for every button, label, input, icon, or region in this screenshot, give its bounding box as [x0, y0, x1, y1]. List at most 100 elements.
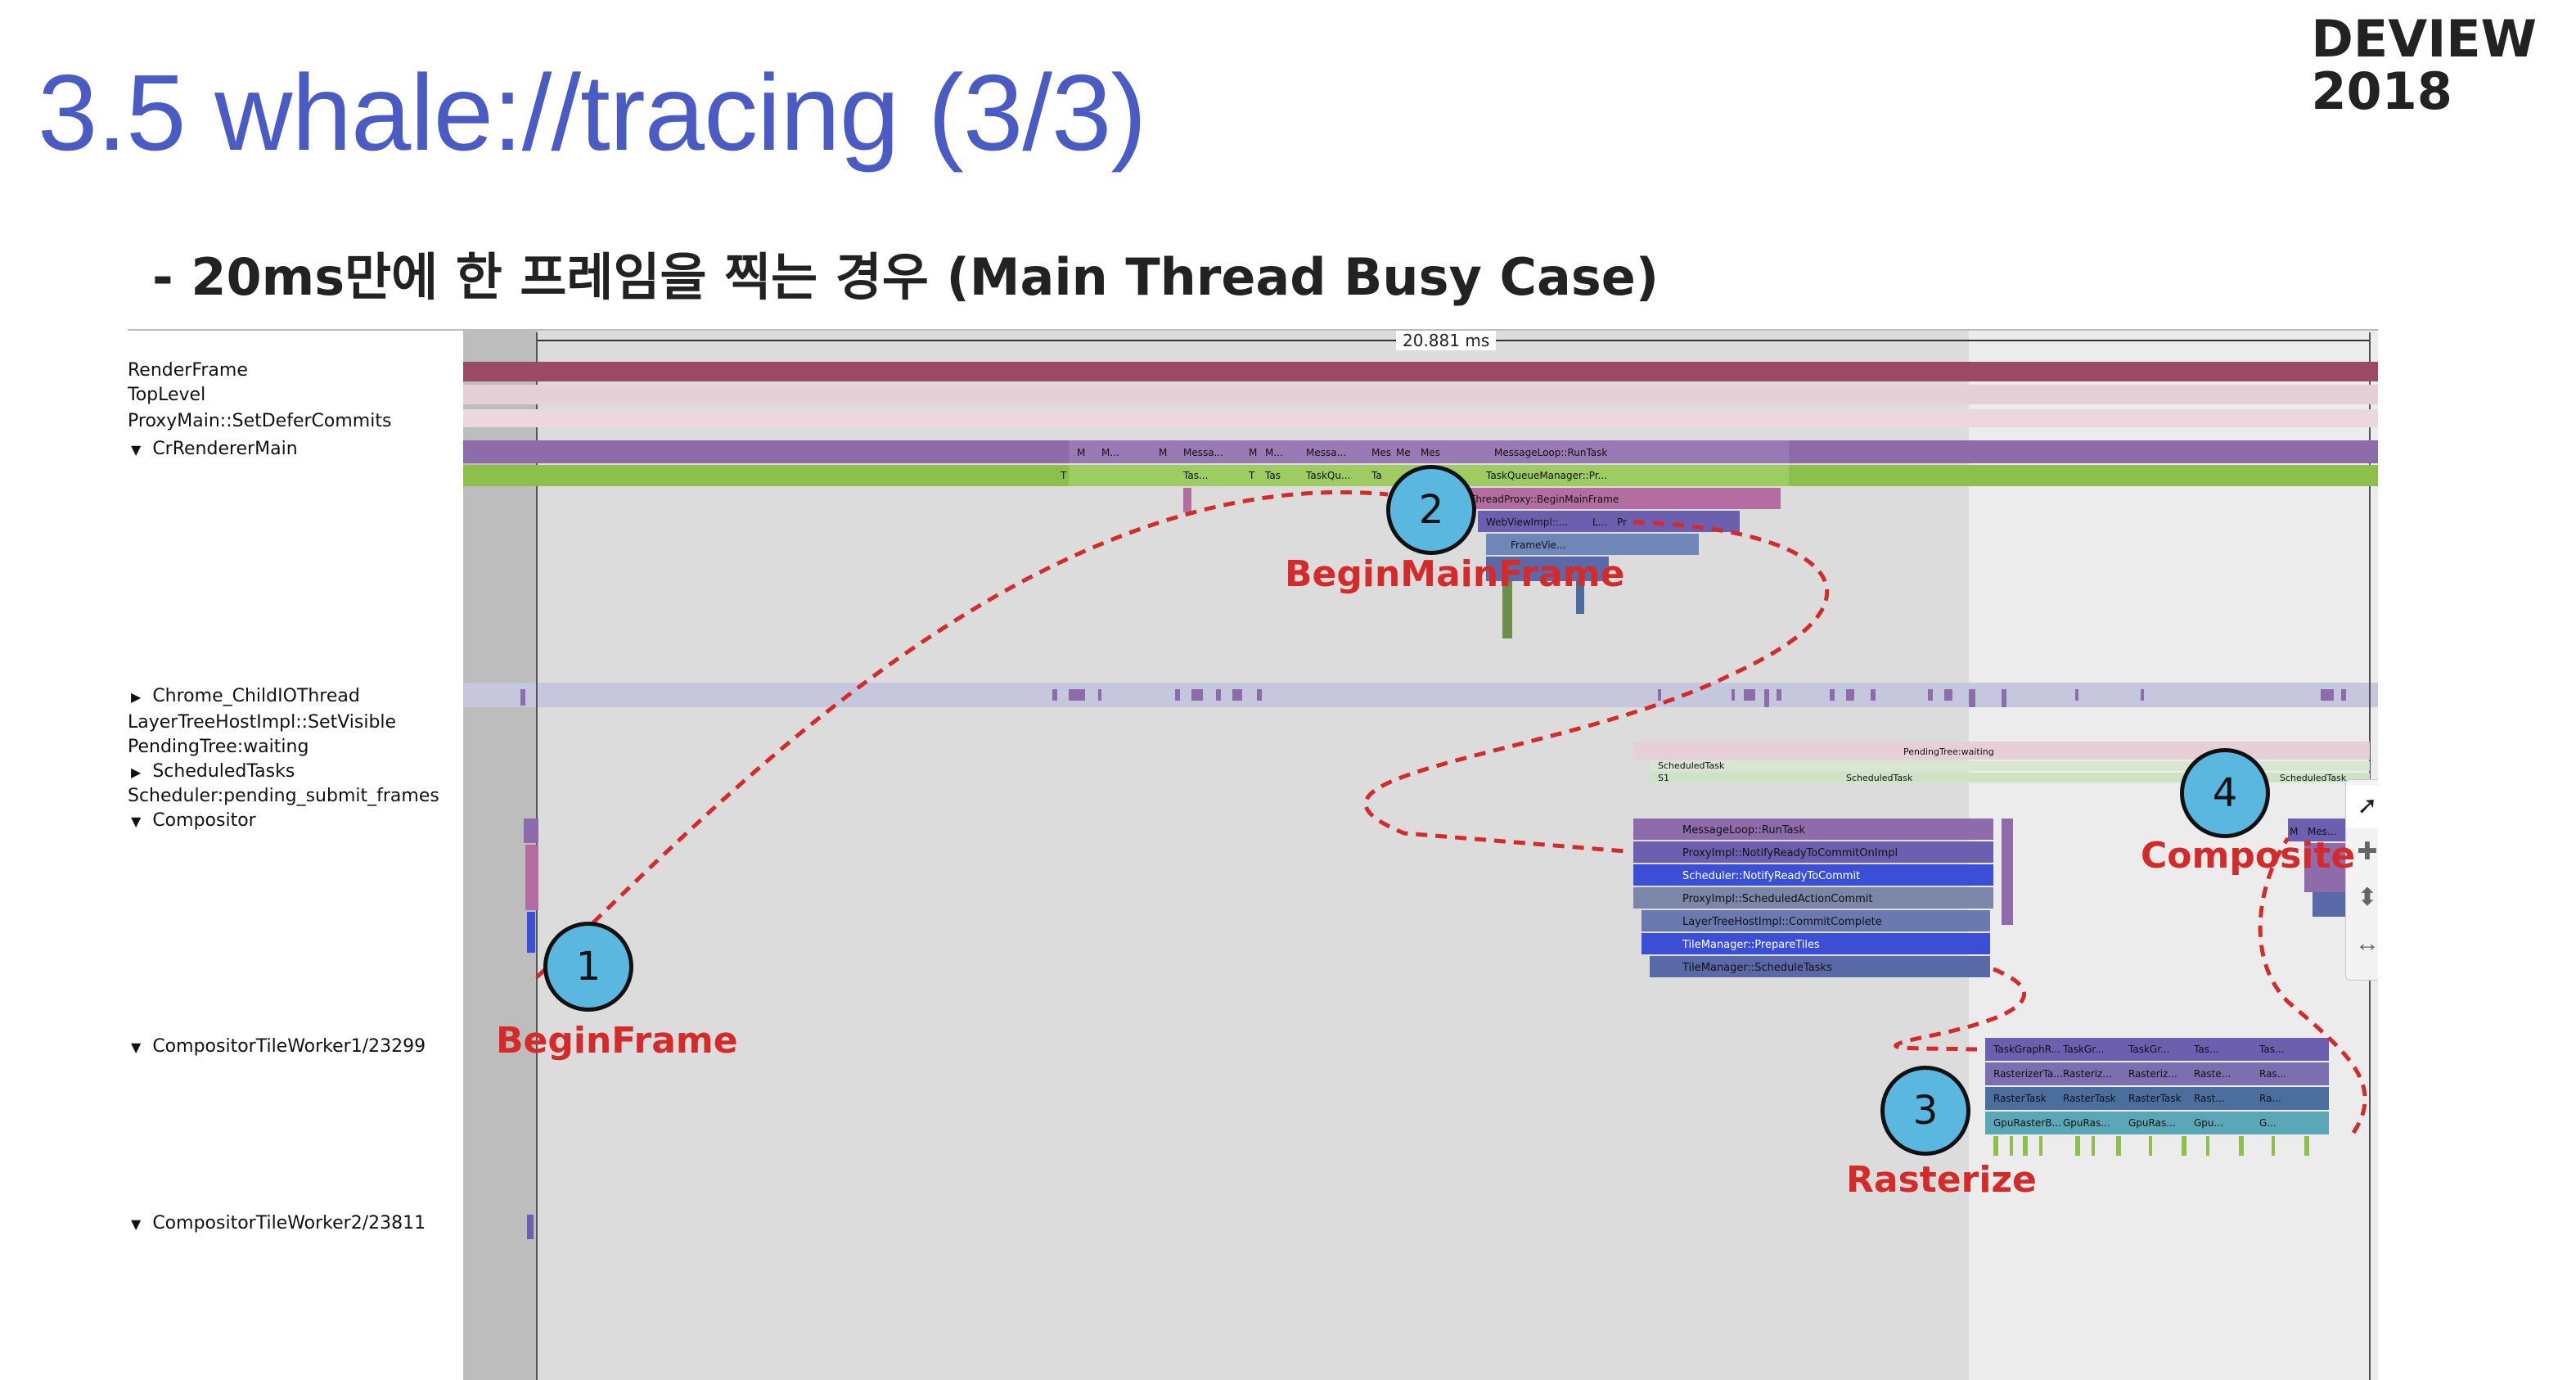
worker-slice-label[interactable]: GpuRas... — [2063, 1117, 2110, 1129]
track-label-tileworker2: CompositorTileWorker2/23811 — [152, 1213, 426, 1233]
pending-slice-label[interactable]: S1 — [1658, 773, 1669, 783]
expand-down-icon[interactable]: ▼ — [131, 1040, 142, 1055]
main-slice-label[interactable]: L... — [1592, 516, 1607, 528]
worker-slice-label[interactable]: GpuRas... — [2128, 1117, 2176, 1129]
main-slice-label[interactable]: M — [1077, 447, 1085, 458]
mouse-mode-toolbar: ➚ ✚ ⬍ ↔ — [2345, 779, 2378, 981]
pending-slice-label[interactable]: PendingTree:waiting — [1903, 746, 1994, 757]
pending-slice-label[interactable]: ScheduledTask — [1846, 773, 1913, 783]
main-slice-label[interactable]: TaskQueueManager::Pr... — [1485, 470, 1607, 481]
main-slice-label[interactable]: TaskQu... — [1305, 470, 1350, 481]
label-rasterize: Rasterize — [1846, 1159, 2037, 1201]
track-label-compositor: Compositor — [152, 810, 256, 831]
track-compositor[interactable]: ▼ Compositor — [131, 810, 256, 831]
expand-down-icon[interactable]: ▼ — [131, 442, 142, 458]
main-slice-label[interactable]: FrameVie... — [1511, 539, 1566, 551]
track-label-crrenderermain: CrRendererMain — [152, 439, 298, 459]
main-slice-label[interactable]: M — [1159, 447, 1167, 458]
main-slice-label[interactable]: ThreadProxy::BeginMainFrame — [1469, 494, 1619, 505]
slide-subtitle: - 20ms만에 한 프레임을 찍는 경우 (Main Thread Busy … — [152, 247, 1660, 307]
track-tileworker1[interactable]: ▼ CompositorTileWorker1/23299 — [131, 1036, 426, 1057]
compositor-slice-label[interactable]: TileManager::ScheduleTasks — [1682, 962, 1832, 974]
main-slice-label[interactable]: T — [1248, 470, 1255, 481]
expand-down-icon[interactable]: ▼ — [131, 1216, 142, 1232]
compositor-slice-label[interactable]: ProxyImpl::ScheduledActionCommit — [1682, 893, 1873, 905]
main-slice-label[interactable]: Mes — [1421, 447, 1440, 458]
compositor-slice-label[interactable]: TileManager::PrepareTiles — [1682, 939, 1820, 951]
worker-slice-label[interactable]: Ra... — [2259, 1093, 2281, 1104]
label-beginframe: BeginFrame — [496, 1020, 738, 1062]
compositor-slice-label[interactable]: ProxyImpl::NotifyReadyToCommitOnImpl — [1682, 847, 1898, 859]
compositor-slice-label[interactable]: MessageLoop::RunTask — [1682, 824, 1805, 837]
expand-down-icon[interactable]: ▼ — [131, 814, 142, 829]
worker-slice-label[interactable]: RasterTask — [1993, 1093, 2047, 1104]
worker-slice-label[interactable]: Rast... — [2194, 1093, 2225, 1104]
slide-title: 3.5 whale://tracing (3/3) — [38, 52, 1146, 173]
worker-slice-label[interactable]: Tas... — [2193, 1044, 2218, 1055]
track-label-scheduledtasks: ScheduledTasks — [152, 761, 295, 782]
track-label-pendingtree: PendingTree:waiting — [128, 737, 309, 757]
track-labels: RenderFrame TopLevel ProxyMain::SetDefer… — [128, 331, 463, 1380]
compositor-right-slice-label[interactable]: Mes... — [2308, 826, 2336, 837]
pending-slice-label[interactable]: ScheduledTask — [2280, 773, 2347, 783]
main-slice-label[interactable]: WebViewImpl::... — [1486, 516, 1568, 528]
compositor-slice-label[interactable]: LayerTreeHostImpl::CommitComplete — [1682, 916, 1882, 928]
arrow-3-to-4 — [1894, 967, 2026, 1052]
track-tileworker2[interactable]: ▼ CompositorTileWorker2/23811 — [131, 1213, 426, 1233]
worker-slice-label[interactable]: TaskGraphR... — [1993, 1044, 2060, 1055]
main-slice-label[interactable]: Messa... — [1183, 447, 1223, 458]
pan-tool-icon[interactable]: ⬍ — [2357, 884, 2378, 911]
main-slice-label[interactable]: Tas — [1264, 470, 1281, 481]
main-slice-label[interactable]: Me — [1396, 447, 1411, 458]
worker-slice-label[interactable]: Tas... — [2259, 1044, 2284, 1055]
main-slice-label[interactable]: Ta — [1371, 470, 1382, 481]
worker-slice-label[interactable]: Raste... — [2194, 1068, 2231, 1080]
main-slice-label[interactable]: M — [1249, 447, 1257, 458]
select-tool-icon[interactable]: ➚ — [2346, 785, 2378, 828]
worker-slice-label[interactable]: RasterizerTa... — [1993, 1068, 2063, 1080]
track-scheduledtasks[interactable]: ▶ ScheduledTasks — [131, 761, 295, 782]
pending-tree-slice — [1633, 742, 2370, 760]
worker-slice-label[interactable]: Rasteriz... — [2128, 1068, 2177, 1080]
main-slice-label[interactable]: Pr — [1617, 516, 1627, 528]
label-beginmainframe: BeginMainFrame — [1285, 553, 1625, 595]
track-label-setdefercommits: ProxyMain::SetDeferCommits — [128, 411, 392, 431]
worker-slice-label[interactable]: RasterTask — [2063, 1093, 2116, 1104]
main-slice-label[interactable]: T — [1060, 470, 1067, 481]
main-slice-label[interactable]: MessageLoop::RunTask — [1494, 447, 1607, 458]
compositor-right-slice-label[interactable]: M — [2290, 826, 2298, 837]
track-crrenderermain[interactable]: ▼ CrRendererMain — [131, 439, 298, 459]
track-label-scheduler-pending: Scheduler:pending_submit_frames — [128, 786, 439, 806]
callout-3: 3 — [1880, 1066, 1970, 1156]
compositor-slice-label[interactable]: Scheduler::NotifyReadyToCommit — [1682, 870, 1860, 882]
worker-slice-label[interactable]: Ras... — [2259, 1068, 2286, 1080]
worker-slice-label[interactable]: TaskGr... — [2062, 1044, 2104, 1055]
pending-slice-label[interactable]: ScheduledTask — [1658, 760, 1725, 771]
callout-4: 4 — [2180, 748, 2270, 838]
track-label-toplevel: TopLevel — [128, 385, 206, 405]
worker-slice-label[interactable]: Gpu... — [2194, 1117, 2223, 1129]
worker-slice-label[interactable]: RasterTask — [2128, 1093, 2182, 1104]
callout-2: 2 — [1386, 465, 1476, 555]
main-slice-label[interactable]: M... — [1265, 447, 1283, 458]
track-label-tileworker1: CompositorTileWorker1/23299 — [152, 1036, 426, 1057]
brand-line-1: DEVIEW — [2311, 9, 2537, 69]
worker-slice-label[interactable]: TaskGr... — [2128, 1044, 2169, 1055]
track-chrome-childiothread[interactable]: ▶Chrome_ChildIOThread — [131, 686, 360, 706]
worker-slice-label[interactable]: Rasteriz... — [2063, 1068, 2112, 1080]
main-slice-label[interactable]: Mes — [1371, 447, 1391, 458]
expand-right-icon[interactable]: ▶ — [131, 764, 142, 780]
main-slice-label[interactable]: M... — [1101, 447, 1119, 458]
track-label-renderframe: RenderFrame — [128, 360, 248, 381]
zoom-tool-icon[interactable]: ✚ — [2357, 838, 2378, 865]
main-slice-label[interactable]: Messa... — [1306, 447, 1346, 458]
worker-slice-label[interactable]: G... — [2259, 1117, 2277, 1129]
arrow-4-composite — [2258, 837, 2367, 1134]
timing-tool-icon[interactable]: ↔ — [2355, 930, 2378, 957]
worker-slice-label[interactable]: GpuRasterB... — [1993, 1117, 2061, 1129]
expand-right-icon[interactable]: ▶ — [131, 689, 142, 705]
main-slice-label[interactable]: Tas... — [1182, 470, 1208, 481]
arrow-2-to-3 — [1363, 520, 1830, 854]
